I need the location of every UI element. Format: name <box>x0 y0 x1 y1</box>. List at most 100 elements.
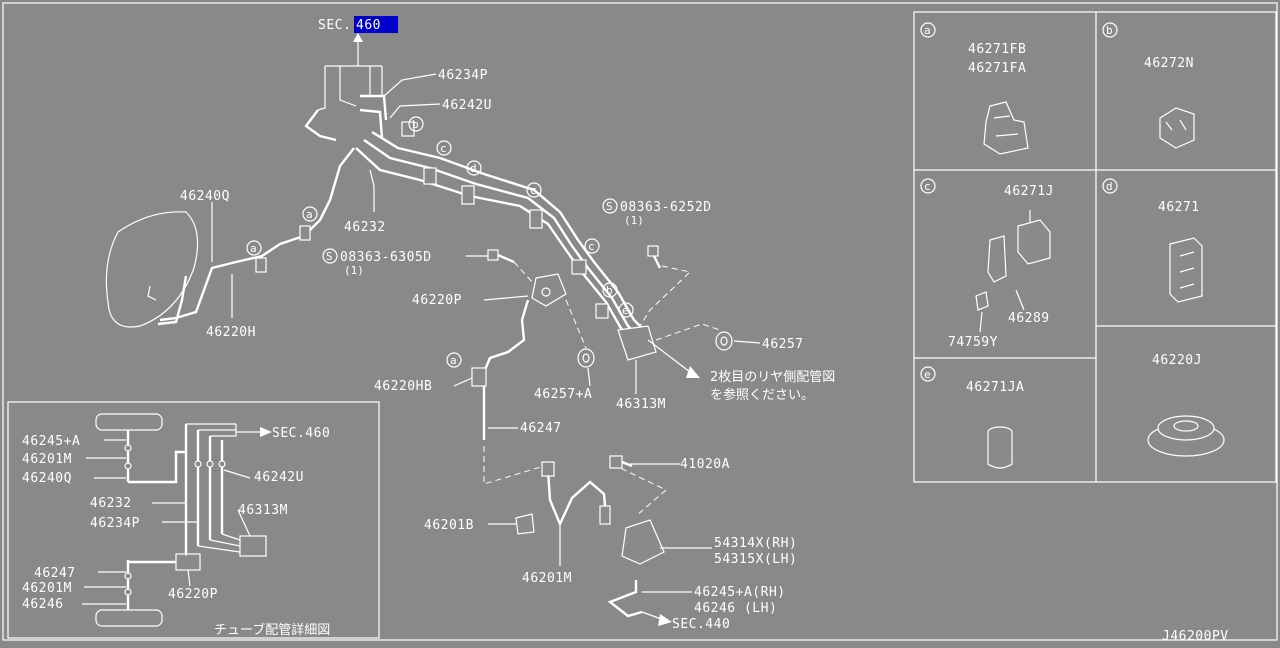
leader-46220hb <box>453 377 473 387</box>
callout-b-low-letter: b <box>606 284 613 297</box>
hose-fitting-bottom <box>599 505 611 525</box>
inset-label-46201m-bot[interactable]: 46201M <box>22 581 72 596</box>
label-46234p[interactable]: 46234P <box>438 68 488 83</box>
legend-cell-e[interactable]: e 46271JA <box>920 366 1024 469</box>
sec-460-branch-lines <box>317 58 383 111</box>
legend-d-clip-detail <box>1179 251 1195 289</box>
clip-b-upper <box>401 121 415 137</box>
callout-c-mid[interactable]: c <box>526 182 542 198</box>
pipe-bundle-1 <box>355 147 637 347</box>
label-46220hb[interactable]: 46220HB <box>374 379 432 394</box>
label-46247[interactable]: 46247 <box>520 421 562 436</box>
callout-d[interactable]: d <box>466 160 482 176</box>
legend-cell-46220j[interactable]: 46220J <box>1147 353 1225 457</box>
label-46242u[interactable]: 46242U <box>442 98 492 113</box>
inset-dot-3 <box>194 460 202 468</box>
label-54315x[interactable]: 54315X(LH) <box>714 552 797 567</box>
callout-a-rear[interactable]: a <box>446 352 462 368</box>
note-line-2: を参照ください。 <box>710 387 814 403</box>
washer-46257a[interactable] <box>577 348 595 368</box>
clip-46220hb[interactable] <box>471 367 487 387</box>
label-46201b[interactable]: 46201B <box>424 518 474 533</box>
legend-c-part-3: 74759Y <box>948 335 998 350</box>
legend-a-clip-detail <box>993 115 1019 137</box>
inset-label-46313m[interactable]: 46313M <box>238 503 288 518</box>
leader-46232 <box>369 169 375 212</box>
legend-c-part-2: 46289 <box>1008 311 1050 326</box>
label-46220p[interactable]: 46220P <box>412 293 462 308</box>
callout-a-rear-ring <box>446 352 462 368</box>
inset-pipe-bundle <box>184 424 224 556</box>
label-08363-6252d[interactable]: 08363-6252D <box>620 200 712 215</box>
callout-c-low-ring <box>584 238 600 254</box>
inset-label-46232[interactable]: 46232 <box>90 496 132 511</box>
bracket-54314x[interactable] <box>621 519 665 565</box>
legend-a-part-1: 46271FB <box>968 42 1026 57</box>
inset-label-46201m-top[interactable]: 46201M <box>22 452 72 467</box>
legend-b-marker <box>1102 22 1118 38</box>
legend-cell-c[interactable]: c 46271J 46289 74759Y <box>920 178 1054 350</box>
legend-b-part-1: 46272N <box>1144 56 1194 71</box>
inset-wheel-bottom <box>95 609 163 627</box>
pipe-46240q <box>159 147 355 322</box>
label-08363-6305d[interactable]: 08363-6305D <box>340 250 432 265</box>
inset-label-46242u[interactable]: 46242U <box>254 470 304 485</box>
bolt-08363-6252d[interactable] <box>647 245 662 269</box>
legend-cell-d[interactable]: d 46271 <box>1102 178 1203 303</box>
callout-c-low[interactable]: c <box>584 238 600 254</box>
inset-sec-460[interactable]: SEC.460 <box>272 426 330 441</box>
label-46201m[interactable]: 46201M <box>522 571 572 586</box>
callout-e[interactable]: e <box>618 302 634 318</box>
label-46245a-rh[interactable]: 46245+A(RH) <box>694 585 786 600</box>
s-marker-6252d-ring <box>602 198 618 214</box>
callout-a-left[interactable]: a <box>246 240 262 256</box>
bolt-08363-6305d[interactable] <box>487 249 515 264</box>
label-46232[interactable]: 46232 <box>344 220 386 235</box>
inset-pipe-46240q <box>128 450 186 484</box>
legend-cell-b[interactable]: b 46272N <box>1102 22 1195 149</box>
washer-46257[interactable] <box>715 331 733 351</box>
legend-j-grommet-hole <box>1173 420 1199 432</box>
leader-46242u <box>389 103 441 119</box>
label-41020a[interactable]: 41020A <box>680 457 730 472</box>
callout-b-low[interactable]: b <box>602 282 618 298</box>
connector-arrow-head <box>686 366 700 378</box>
label-46313m[interactable]: 46313M <box>616 397 666 412</box>
inset-dot-5 <box>218 460 226 468</box>
inset-label-46247[interactable]: 46247 <box>34 566 76 581</box>
washer-dash <box>655 323 721 341</box>
inset-title: チューブ配管詳細図 <box>214 622 330 638</box>
callout-d-ring <box>466 160 482 176</box>
callout-c-mid-letter: c <box>530 184 537 197</box>
legend-cell-a[interactable]: a 46271FB 46271FA <box>920 22 1029 155</box>
inset-label-46245a[interactable]: 46245+A <box>22 434 80 449</box>
label-46257[interactable]: 46257 <box>762 337 804 352</box>
tube-46245a[interactable] <box>607 580 643 618</box>
inset-label-46220p[interactable]: 46220P <box>168 587 218 602</box>
label-46257a[interactable]: 46257+A <box>534 387 592 402</box>
inset-label-46234p[interactable]: 46234P <box>90 516 140 531</box>
pipe-bundle-3 <box>371 130 649 335</box>
callout-a-upper[interactable]: a <box>302 206 318 222</box>
label-46246-lh[interactable]: 46246 (LH) <box>694 601 777 616</box>
bolt-41020a[interactable] <box>609 455 633 469</box>
s-marker-6305d-ring <box>322 248 338 264</box>
callout-b-top[interactable]: b <box>408 116 424 132</box>
bolt-head <box>487 249 499 261</box>
inset-dot-1 <box>124 444 132 452</box>
inset-label-46246[interactable]: 46246 <box>22 597 64 612</box>
inset-dot-6 <box>124 572 132 580</box>
label-54314x[interactable]: 54314X(RH) <box>714 536 797 551</box>
connector-46313m[interactable] <box>617 325 657 361</box>
flex-hose-46201m[interactable] <box>546 469 608 527</box>
label-46220h[interactable]: 46220H <box>206 325 256 340</box>
label-46240q[interactable]: 46240Q <box>180 189 230 204</box>
legend-a-part-2: 46271FA <box>968 61 1026 76</box>
sec-460-top-reference[interactable]: SEC. 460 <box>318 16 398 33</box>
clip-46201b[interactable] <box>515 513 535 535</box>
inset-label-46240q[interactable]: 46240Q <box>22 471 72 486</box>
callout-c-top[interactable]: c <box>436 140 452 156</box>
sec-460-number[interactable]: 460 <box>356 18 381 33</box>
label-sec-440[interactable]: SEC.440 <box>672 617 730 632</box>
